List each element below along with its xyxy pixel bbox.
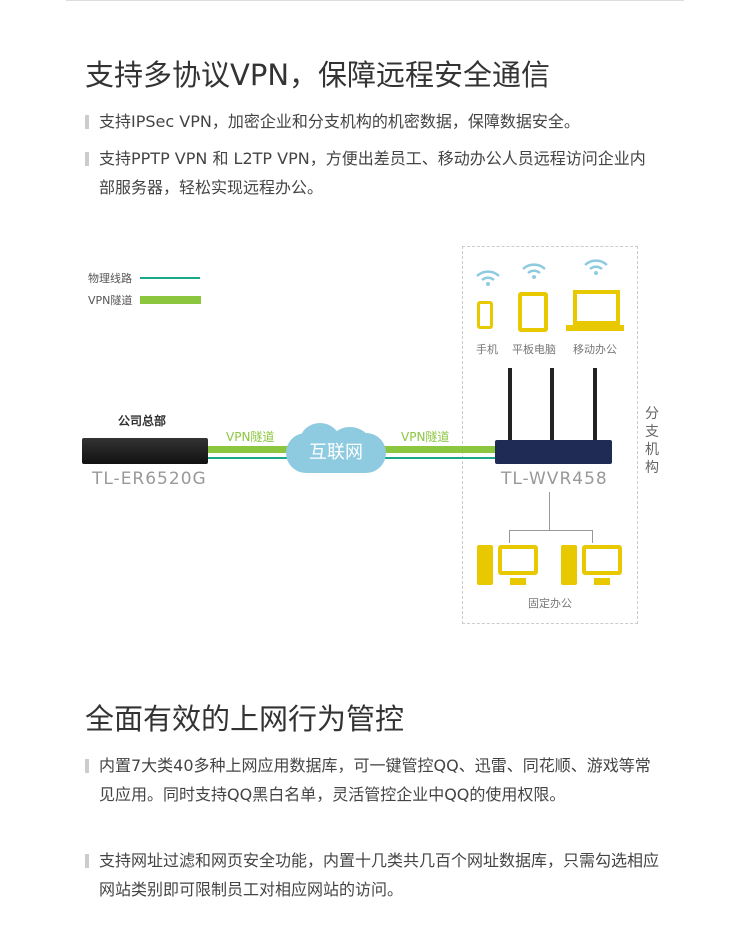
- branch-model: TL-WVR458: [501, 469, 608, 489]
- section-title-vpn: 支持多协议VPN，保障远程安全通信: [85, 58, 551, 92]
- bullet-url-filter: 支持网址过滤和网页安全功能，内置十几类共几百个网址数据库，只需勾选相应网站类别即…: [85, 846, 659, 904]
- branch-router-device: [495, 440, 612, 464]
- branch-label: 分支机构: [645, 406, 659, 476]
- tablet-icon: [518, 292, 548, 332]
- tablet-label: 平板电脑: [512, 343, 556, 356]
- hq-model: TL-ER6520G: [92, 469, 207, 489]
- wifi-icon: [522, 263, 546, 279]
- branch-box: [462, 246, 638, 624]
- phone-icon: [477, 301, 493, 329]
- tunnel-label-left: VPN隧道: [226, 430, 275, 444]
- desktop-tower-icon: [477, 545, 493, 585]
- bullet-pptp: 支持PPTP VPN 和 L2TP VPN，方便出差员工、移动办公人员远程访问企…: [85, 144, 659, 202]
- bullet-app-control: 内置7大类40多种上网应用数据库，可一键管控QQ、迅雷、同花顺、游戏等常见应用。…: [85, 751, 659, 809]
- wifi-icon: [476, 270, 500, 286]
- section-title-behavior: 全面有效的上网行为管控: [85, 702, 405, 736]
- legend-vpn-line: [140, 296, 201, 304]
- tunnel-label-right: VPN隧道: [401, 430, 450, 444]
- legend-physical-label: 物理线路: [88, 272, 132, 285]
- laptop-icon: [573, 290, 620, 325]
- desktop-tower-icon: [561, 545, 577, 585]
- bullet-ipsec: 支持IPSec VPN，加密企业和分支机构的机密数据，保障数据安全。: [85, 107, 659, 136]
- mobile-office-label: 移动办公: [573, 343, 617, 356]
- monitor-icon: [498, 545, 538, 575]
- hq-label: 公司总部: [118, 414, 167, 428]
- internet-label: 互联网: [309, 442, 363, 463]
- legend-vpn-label: VPN隧道: [88, 294, 133, 307]
- monitor-icon: [582, 545, 622, 575]
- wifi-icon: [584, 259, 608, 275]
- fixed-office-label: 固定办公: [528, 597, 572, 610]
- phone-label: 手机: [476, 343, 498, 356]
- legend-physical-line: [140, 277, 200, 279]
- divider: [66, 0, 684, 1]
- hq-router-device: [82, 438, 208, 464]
